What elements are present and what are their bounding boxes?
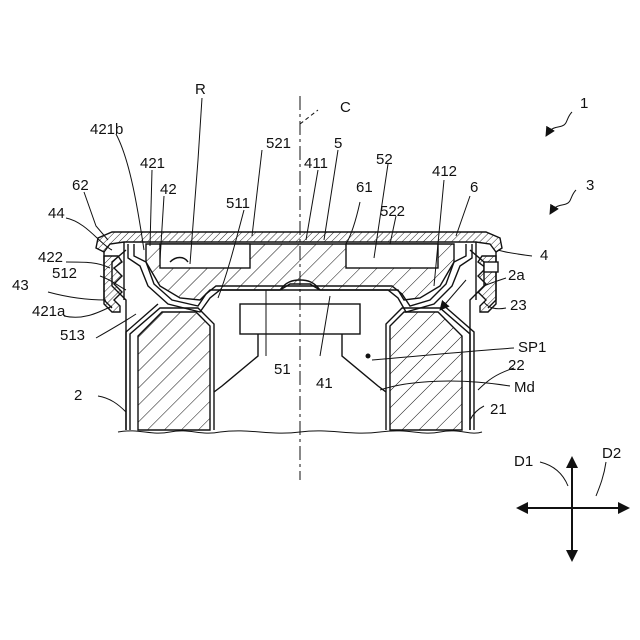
- label-22: 22: [508, 357, 525, 374]
- direction-indicator: [516, 456, 630, 562]
- label-5: 5: [334, 135, 342, 152]
- label-R: R: [195, 81, 206, 98]
- label-52: 52: [376, 151, 393, 168]
- label-41: 41: [316, 375, 333, 392]
- label-512: 512: [52, 265, 77, 282]
- label-D1: D1: [514, 453, 533, 470]
- label-6: 6: [470, 179, 478, 196]
- label-421b: 421b: [90, 121, 123, 138]
- left-sleeve: [126, 304, 214, 430]
- left-skirt-threads: [104, 256, 122, 312]
- label-2a: 2a: [508, 267, 525, 284]
- label-42: 42: [160, 181, 177, 198]
- label-2: 2: [74, 387, 82, 404]
- label-422: 422: [38, 249, 63, 266]
- label-51: 51: [274, 361, 291, 378]
- label-3: 3: [586, 177, 594, 194]
- label-SP1: SP1: [518, 339, 546, 356]
- label-62: 62: [72, 177, 89, 194]
- label-21: 21: [490, 401, 507, 418]
- label-412: 412: [432, 163, 457, 180]
- label-421: 421: [140, 155, 165, 172]
- label-1: 1: [580, 95, 588, 112]
- label-61: 61: [356, 179, 373, 196]
- label-23: 23: [510, 297, 527, 314]
- center-axis: [300, 96, 318, 480]
- label-522: 522: [380, 203, 405, 220]
- right-sleeve: [386, 304, 474, 430]
- label-44: 44: [48, 205, 65, 222]
- label-C: C: [340, 99, 351, 116]
- label-Md: Md: [514, 379, 535, 396]
- label-4: 4: [540, 247, 548, 264]
- label-421a: 421a: [32, 303, 66, 320]
- label-521: 521: [266, 135, 291, 152]
- label-513: 513: [60, 327, 85, 344]
- label-D2: D2: [602, 445, 621, 462]
- label-511: 511: [226, 195, 250, 212]
- label-411: 411: [304, 155, 328, 172]
- label-43: 43: [12, 277, 29, 294]
